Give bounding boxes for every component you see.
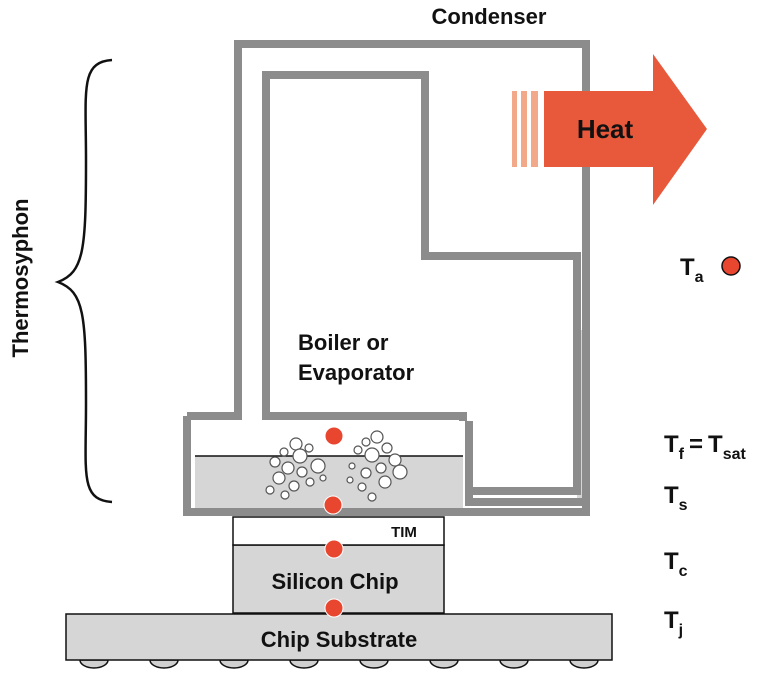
thermosyphon-brace — [54, 58, 113, 504]
temp-junction-label: Tj — [664, 607, 683, 639]
silicon-chip-label: Silicon Chip — [271, 569, 398, 594]
evaporator-outer-wall — [183, 416, 590, 516]
heat-arrow-body — [544, 54, 707, 205]
temp-case-label: Tc — [664, 548, 688, 580]
sensor-points — [323, 256, 741, 618]
sensor-surface-dot — [323, 495, 343, 515]
thermosyphon-outer-wall — [187, 40, 590, 506]
return-liquid — [577, 330, 586, 502]
tim-layer: TIM — [232, 516, 445, 546]
temp-fluid-label: Tf=Tsat — [664, 431, 746, 463]
temp-ambient-label: Ta — [680, 254, 704, 286]
thermosyphon-label: Thermosyphon — [8, 199, 33, 358]
heat-arrow: Heat — [512, 54, 707, 205]
heat-label: Heat — [577, 114, 634, 144]
sensor-junction-dot — [324, 598, 344, 618]
sensor-ambient-dot — [721, 256, 741, 276]
condenser-label: Condenser — [432, 4, 547, 29]
sensor-case-dot — [324, 539, 344, 559]
boiler-label-line1: Boiler or — [298, 330, 389, 355]
substrate-block — [65, 613, 613, 661]
tim-label: TIM — [391, 524, 417, 541]
vapor-bubbles — [265, 430, 408, 502]
tim-block — [232, 516, 445, 546]
sensor-fluid-dot — [324, 426, 344, 446]
evaporator-base — [195, 424, 463, 512]
temperature-labels: Ta Tf=Tsat Ts Tc Tj — [664, 254, 746, 639]
temp-surface-label: Ts — [664, 482, 688, 514]
boiler-label-line2: Evaporator — [298, 360, 415, 385]
solder-bumps — [79, 659, 599, 669]
chip-substrate: Chip Substrate — [65, 613, 613, 669]
thermosyphon-inner-wall — [262, 71, 581, 495]
chip-substrate-label: Chip Substrate — [261, 627, 417, 652]
